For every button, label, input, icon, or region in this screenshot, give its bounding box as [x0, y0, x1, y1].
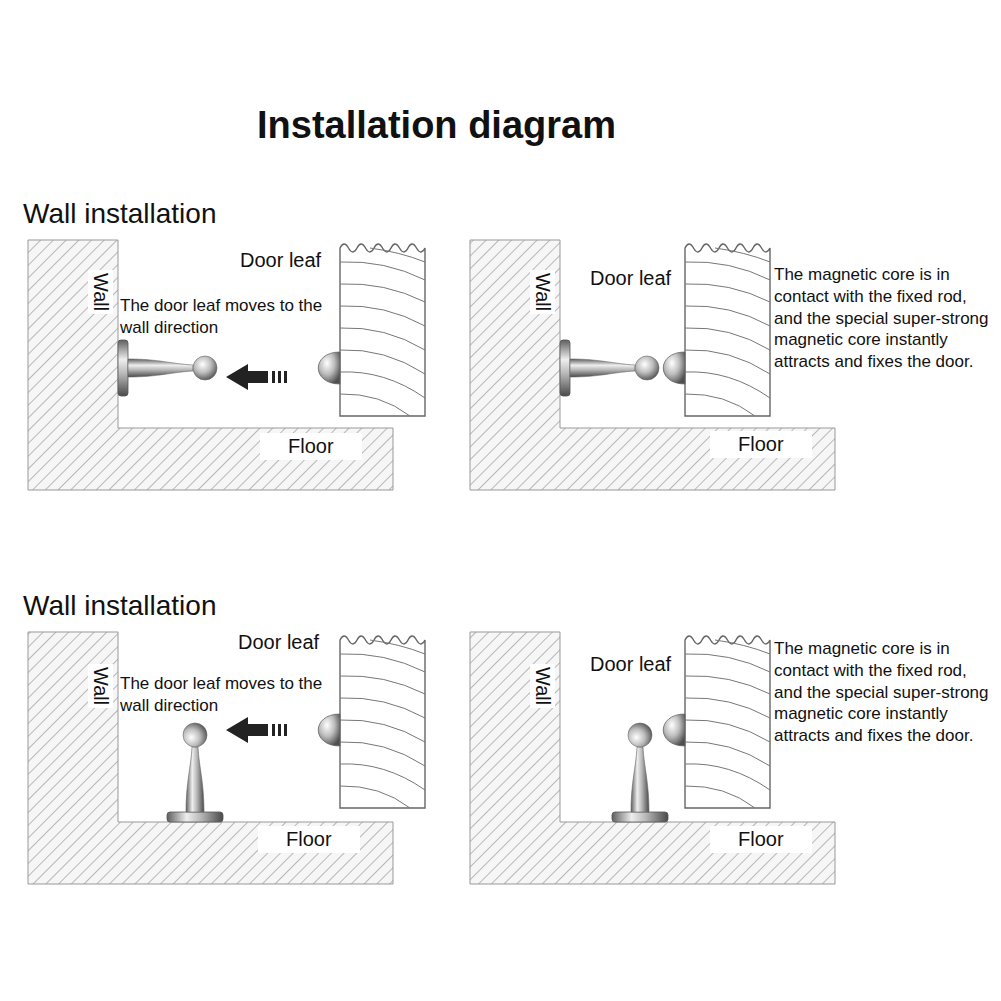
door-stopper: [167, 723, 223, 822]
note: The door leaf moves to the wall directio…: [120, 295, 332, 339]
door-stopper: [612, 723, 668, 822]
door-label: Door leaf: [588, 267, 673, 290]
wall-label: Wall: [530, 664, 555, 708]
note: The magnetic core is in contact with the…: [774, 638, 996, 747]
floor-label: Floor: [710, 826, 812, 853]
section-heading: Wall installation: [23, 198, 216, 230]
floor-label: Floor: [260, 433, 362, 460]
note: The magnetic core is in contact with the…: [774, 264, 996, 373]
magnet: [318, 352, 340, 384]
note: The door leaf moves to the wall directio…: [120, 673, 332, 717]
door-leaf: [340, 244, 425, 416]
wall-label: Wall: [88, 270, 113, 314]
wall-floor: [28, 632, 393, 884]
floor-label: Floor: [258, 826, 360, 853]
direction-arrow: [226, 717, 287, 743]
diagram-title: Installation diagram: [257, 104, 616, 148]
door-stopper: [118, 340, 217, 396]
wall-floor: [28, 240, 393, 490]
magnet: [318, 714, 340, 746]
door-leaf: [685, 636, 770, 808]
magnet: [663, 714, 685, 746]
wall-label: Wall: [88, 664, 113, 708]
door-leaf: [340, 636, 425, 808]
door-stopper: [560, 340, 659, 396]
wall-label: Wall: [530, 270, 555, 314]
floor-label: Floor: [710, 431, 812, 458]
door-label: Door leaf: [588, 653, 673, 676]
direction-arrow: [226, 364, 287, 390]
magnet: [663, 352, 685, 384]
door-label: Door leaf: [236, 631, 321, 654]
section-heading: Wall installation: [23, 590, 216, 622]
door-label: Door leaf: [238, 249, 323, 272]
door-leaf: [685, 244, 770, 416]
